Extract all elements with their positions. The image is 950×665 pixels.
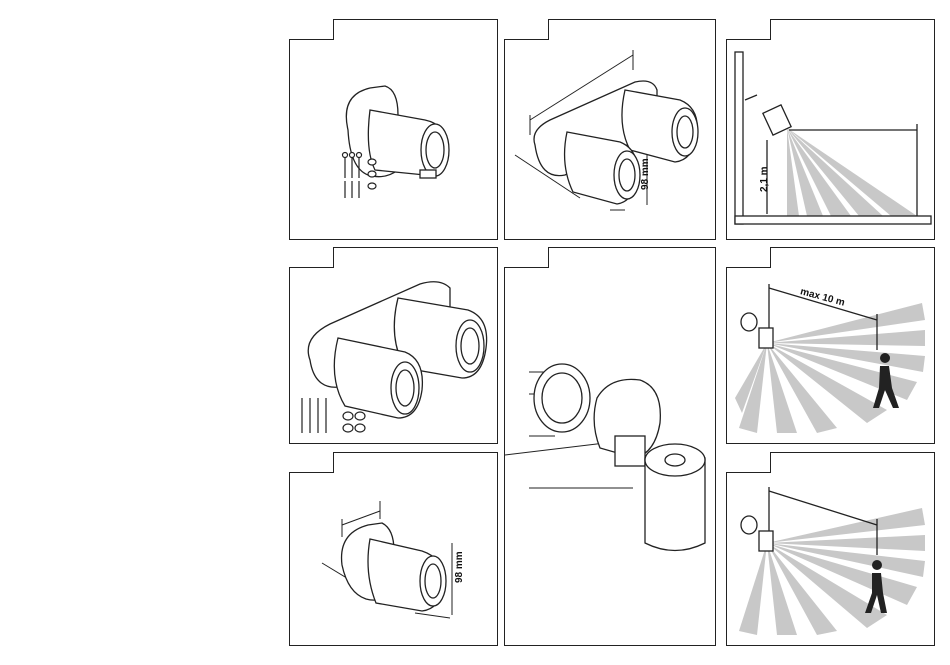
double-lamp-illustration <box>290 248 499 445</box>
panel-single-lamp-dimensions: 98 mm <box>289 452 498 646</box>
panel-single-lamp-contents <box>289 19 498 240</box>
panel-detection-range-frontal: max 10 m <box>726 247 935 444</box>
detection-range-illustration: max 10 m <box>727 248 936 445</box>
height-label: 2,1 m <box>759 166 770 192</box>
panel-double-lamp-dimensions: 98 mm <box>504 19 716 240</box>
panel-detection-range-lateral <box>726 452 935 646</box>
screws-and-plugs <box>343 153 377 199</box>
range-label: max 10 m <box>799 286 846 308</box>
height-dimension-label: 98 mm <box>454 551 465 583</box>
panel-mounting-height: 2,1 m <box>726 19 935 240</box>
detection-range-illustration-2 <box>727 453 936 647</box>
height-dimension-label: 98 mm <box>640 158 651 190</box>
single-lamp-dimension-illustration: 98 mm <box>290 453 499 647</box>
single-lamp-illustration <box>290 20 499 241</box>
double-lamp-dimension-illustration: 98 mm <box>505 20 717 241</box>
panel-double-lamp-contents <box>289 247 498 444</box>
mounting-height-illustration: 2,1 m <box>727 20 936 241</box>
detection-fan <box>787 128 917 216</box>
exploded-view-illustration <box>505 248 717 647</box>
panel-exploded-view <box>504 247 716 646</box>
